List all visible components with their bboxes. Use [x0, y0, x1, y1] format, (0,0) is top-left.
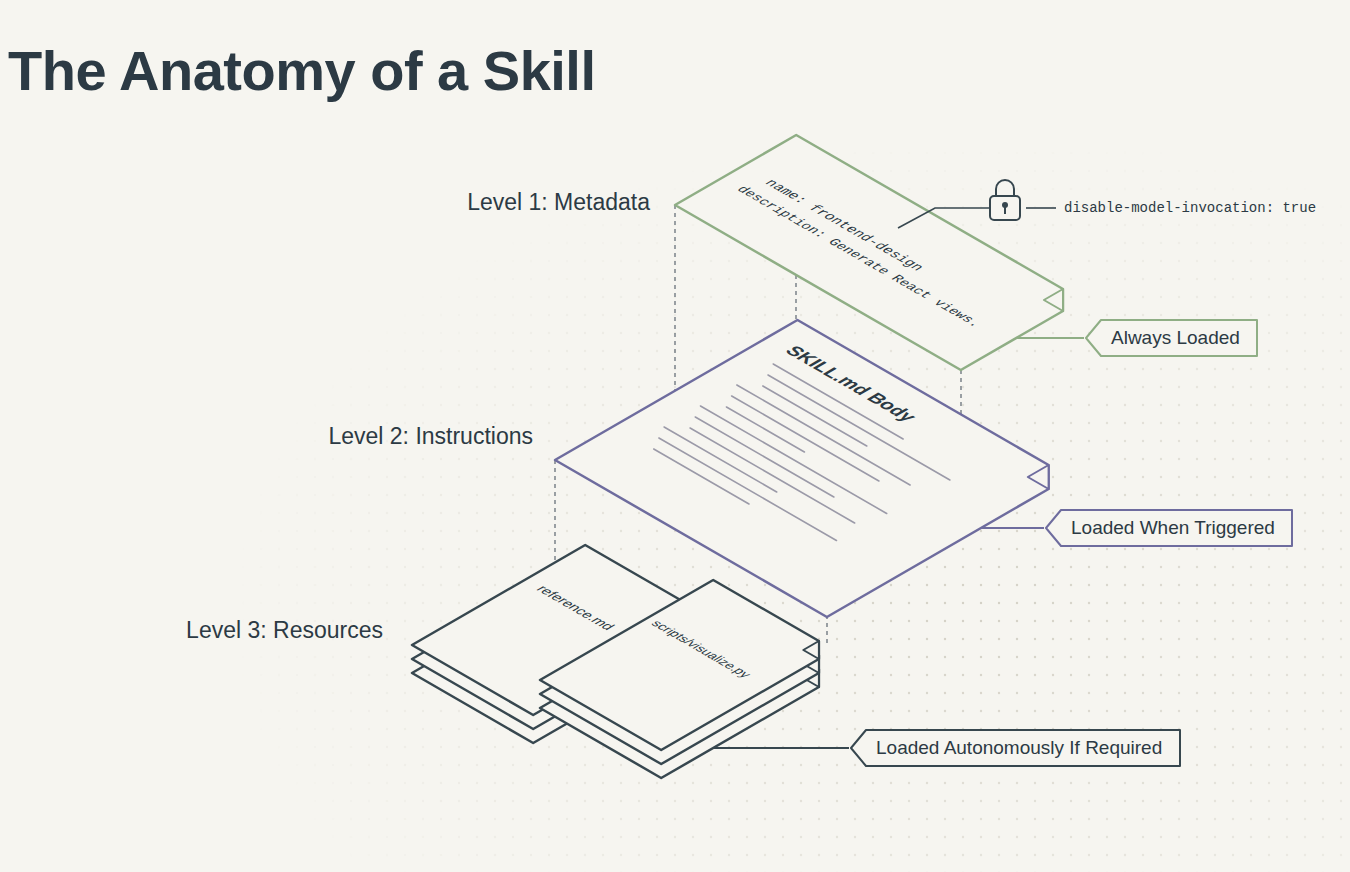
- lock-dash: [1026, 207, 1056, 209]
- callout-tag: Always Loaded: [1085, 319, 1258, 357]
- leader-connector: [713, 747, 849, 749]
- level-label: Level 2: Instructions: [328, 423, 533, 450]
- callout-tag: Loaded When Triggered: [1045, 509, 1293, 547]
- leader-connector: [981, 527, 1044, 529]
- dot-grid: [0, 150, 1350, 872]
- callout-text: Always Loaded: [1111, 319, 1240, 357]
- level-label: Level 3: Resources: [186, 617, 383, 644]
- lock-icon: [990, 180, 1020, 220]
- callout-text: Loaded When Triggered: [1071, 509, 1275, 547]
- callout-text: Loaded Autonomously If Required: [876, 729, 1162, 767]
- callout-tag: Loaded Autonomously If Required: [850, 729, 1181, 767]
- frontmatter-flag: disable-model-invocation: true: [1064, 200, 1316, 216]
- diagram-title: The Anatomy of a Skill: [8, 38, 595, 103]
- lock-leader: [898, 208, 990, 228]
- metadata-sheet: name: frontend-designdescription: Genera…: [671, 131, 1086, 374]
- level-label: Level 1: Metadata: [467, 189, 650, 216]
- leader-connector: [1016, 337, 1084, 339]
